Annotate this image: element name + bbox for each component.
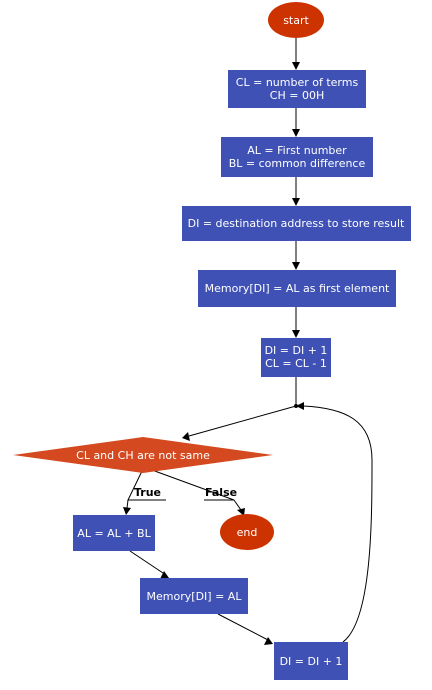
store-first-line1: Memory[DI] = AL as first element	[205, 282, 390, 295]
node-start: start	[268, 2, 324, 38]
store-first-box	[198, 270, 396, 307]
inc-di-dec-cl-line2: CL = CL - 1	[265, 357, 327, 370]
edge-add-to-store	[129, 550, 167, 576]
arrowhead	[237, 508, 245, 516]
node-decision: CL and CH are not same	[13, 437, 273, 473]
edge-decision-to-add	[126, 470, 166, 509]
inc-di-line1: DI = DI + 1	[280, 655, 343, 668]
false-label: False	[205, 486, 237, 499]
arrowhead	[160, 571, 169, 579]
node-init-al-bl: AL = First number BL = common difference	[221, 137, 373, 177]
init-counts-line2: CH = 00H	[270, 89, 324, 102]
true-label: True	[134, 486, 161, 499]
arrowhead	[292, 330, 300, 338]
node-init-di: DI = destination address to store result	[182, 206, 411, 241]
decision-diamond	[13, 437, 273, 473]
node-store-first: Memory[DI] = AL as first element	[198, 270, 396, 307]
add-box	[73, 515, 155, 551]
arrowhead	[182, 432, 190, 441]
node-store: Memory[DI] = AL	[140, 578, 248, 614]
node-init-counts: CL = number of terms CH = 00H	[228, 70, 366, 108]
inc-di-dec-cl-box	[261, 338, 331, 377]
init-counts-box	[228, 70, 366, 108]
node-add: AL = AL + BL	[73, 515, 155, 551]
end-terminal	[220, 514, 274, 550]
store-line1: Memory[DI] = AL	[147, 590, 243, 603]
arrowhead	[296, 402, 304, 410]
init-di-box	[182, 206, 411, 241]
add-line1: AL = AL + BL	[77, 527, 151, 540]
inc-di-box	[274, 642, 348, 680]
node-end: end	[220, 514, 274, 550]
start-text: start	[283, 14, 309, 27]
decision-text: CL and CH are not same	[76, 449, 210, 462]
arrowhead	[264, 637, 273, 645]
init-al-bl-line2: BL = common difference	[229, 157, 366, 170]
arrowhead	[292, 129, 300, 137]
edges	[123, 38, 373, 645]
edge-decision-to-end	[151, 469, 242, 511]
arrowhead	[123, 507, 131, 515]
edge-merge-to-decision	[188, 405, 297, 437]
init-counts-line1: CL = number of terms	[236, 76, 359, 89]
store-box	[140, 578, 248, 614]
start-terminal	[268, 2, 324, 38]
node-inc-di-dec-cl: DI = DI + 1 CL = CL - 1	[261, 338, 331, 377]
init-al-bl-box	[221, 137, 373, 177]
arrowhead	[292, 262, 300, 270]
end-text: end	[237, 526, 258, 539]
arrowhead	[292, 62, 300, 70]
edge-store-to-inc-di	[217, 613, 271, 642]
init-di-line1: DI = destination address to store result	[188, 217, 405, 230]
arrowhead	[292, 198, 300, 206]
inc-di-dec-cl-line1: DI = DI + 1	[265, 344, 328, 357]
node-inc-di: DI = DI + 1	[274, 642, 348, 680]
edge-inc-di-loop-back	[302, 405, 373, 643]
init-al-bl-line1: AL = First number	[247, 144, 347, 157]
